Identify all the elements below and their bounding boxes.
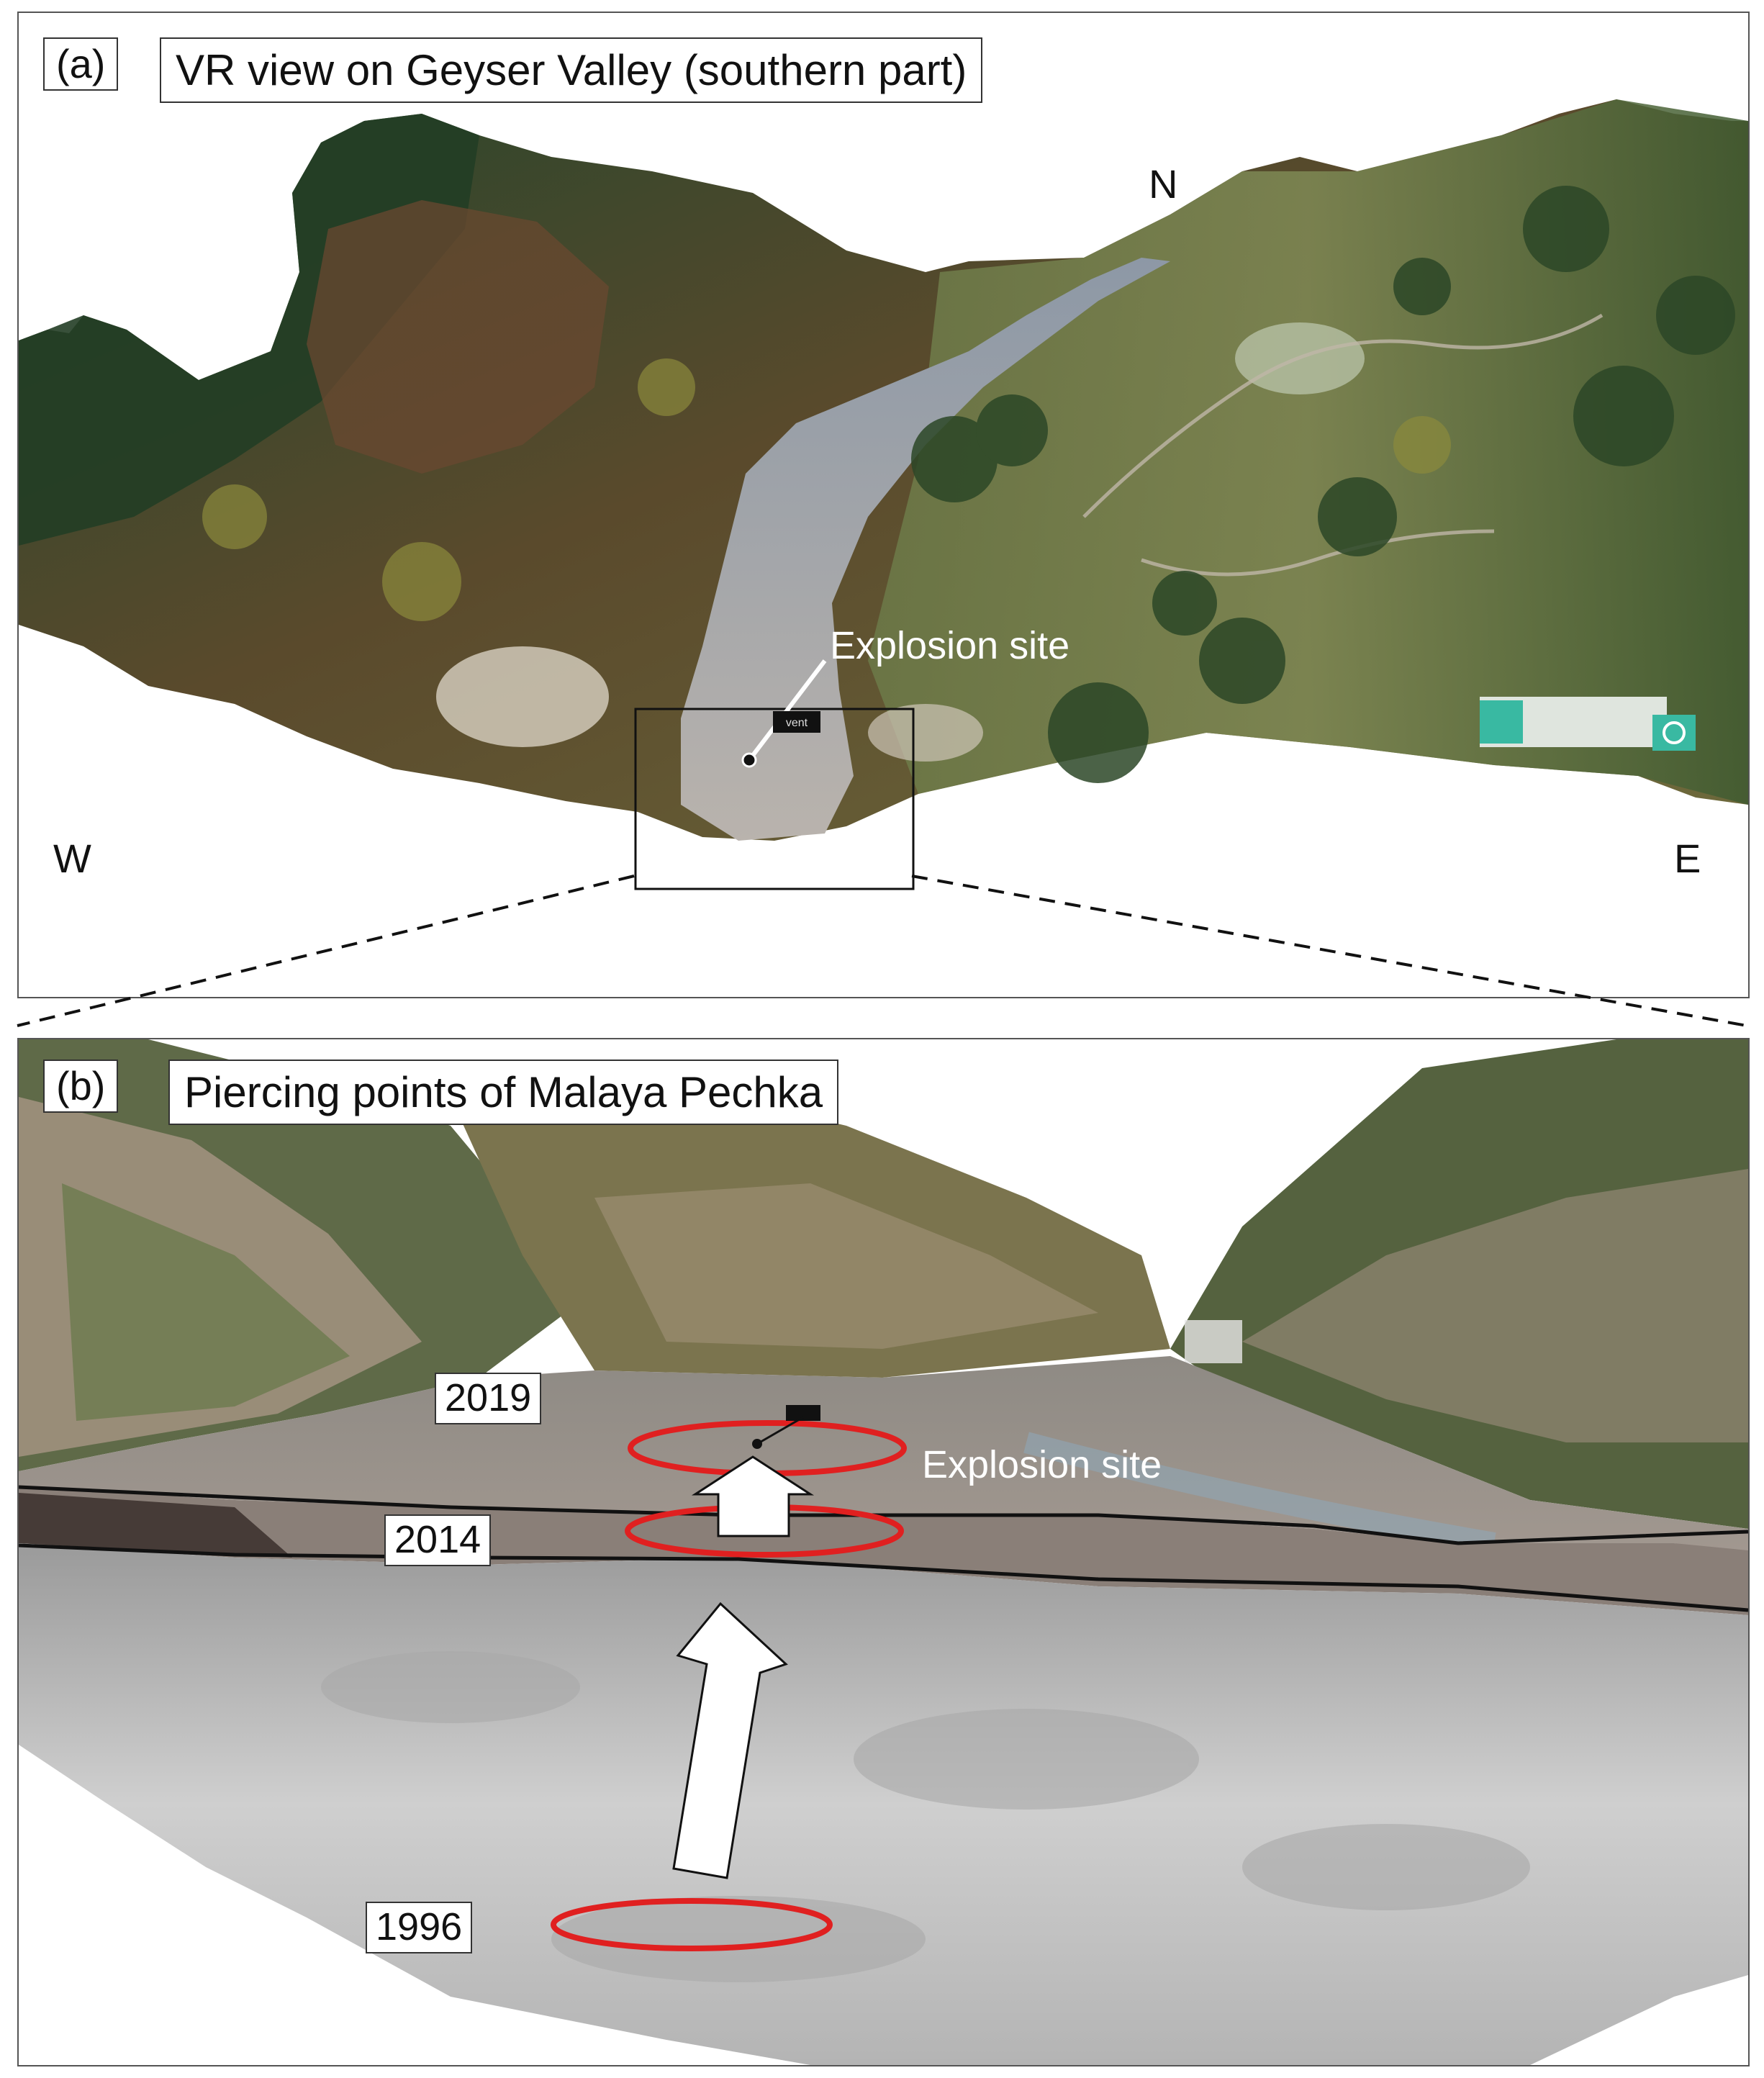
explosion-site-label-a: Explosion site	[830, 624, 1070, 667]
panel-b-piercing-points: (b) Piercing points of Malaya Pechka Exp…	[17, 1038, 1750, 2066]
leader-line	[747, 659, 827, 762]
river-bed	[681, 258, 1170, 841]
marker-tag: vent	[786, 717, 808, 729]
piercing-point-1996	[551, 1898, 833, 1951]
west-label: W	[53, 836, 91, 881]
surface-1996	[19, 1543, 1748, 2065]
vent-marker	[741, 752, 757, 768]
explosion-site-label-b: Explosion site	[922, 1443, 1162, 1486]
panel-label-a: (a)	[43, 37, 119, 91]
year-label-1996: 1996	[366, 1902, 473, 1953]
panel-label-b: (b)	[43, 1060, 119, 1113]
east-slope	[868, 99, 1748, 805]
geyser-valley-3d-model: vent	[19, 99, 1748, 890]
east-label: E	[1674, 836, 1701, 881]
autumn-brush	[307, 200, 609, 474]
arrow-1996-to-2014	[672, 1602, 788, 1879]
panel-a-vr-view: vent (a) VR view on Geyser Valley (south…	[17, 12, 1750, 998]
riverbed-3d-model	[19, 1039, 1748, 2065]
zoom-box	[634, 708, 915, 890]
panel-a-title: VR view on Geyser Valley (southern part)	[160, 37, 983, 103]
vent-marker-b	[752, 1439, 762, 1449]
year-label-2014: 2014	[384, 1514, 492, 1566]
boundary-1996-top	[19, 1543, 1748, 1612]
boundary-2014-top	[19, 1485, 1748, 1545]
panel-b-title: Piercing points of Malaya Pechka	[168, 1060, 839, 1125]
year-label-2019: 2019	[435, 1373, 542, 1424]
north-label: N	[1149, 161, 1178, 207]
arrow-2014-to-2019	[691, 1455, 815, 1537]
